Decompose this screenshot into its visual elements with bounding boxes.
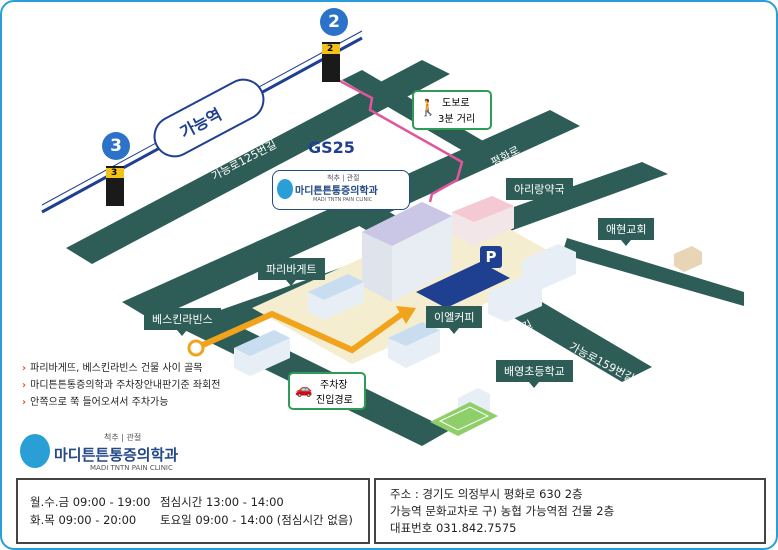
clinic-en: MADI TNTN PAIN CLINIC [90, 464, 173, 472]
clinic-name: 마디튼튼통증의학과 [54, 446, 179, 464]
road-ganeung-125 [66, 60, 450, 264]
walking-person-icon: 🚶 [418, 98, 438, 117]
walk-line2: 3분 거리 [438, 114, 476, 125]
clinic-logo-icon [20, 434, 50, 468]
map-clinic-en: MADI TNTN PAIN CLINIC [313, 197, 373, 203]
pharmacy-building [452, 196, 514, 246]
baskin-building [234, 330, 290, 376]
line2-badge: 2 [320, 8, 348, 36]
exit3-number: 3 [111, 168, 118, 178]
address-line: 주소 : 경기도 의정부시 평화로 630 2층 [390, 487, 583, 501]
map-clinic-sign: 척추 | 관절 마디튼튼통증의학과 MADI TNTN PAIN CLINIC [272, 170, 410, 210]
parking-entrance-line2: 진입경로 [316, 395, 353, 406]
gs25-label: GS25 [308, 138, 355, 157]
directions-list: 파리바게뜨, 베스킨라빈스 건물 사이 골목 마디튼튼통증의학과 주차장안내판기… [22, 360, 220, 411]
map-clinic-category: 척추 | 관절 [327, 174, 360, 182]
location-line: 가능역 문화교차로 구) 농협 가능역점 건물 2층 [390, 504, 615, 518]
route-arrow [396, 306, 416, 324]
parking-entrance-line1: 주차장 [320, 380, 348, 391]
hours-weekday2: 화.목 09:00 - 20:00 [30, 513, 137, 527]
hours-box: 월.수.금 09:00 - 19:00 화.목 09:00 - 20:00 점심… [16, 478, 370, 544]
walk-info-box: 🚶 도보로 3분 거리 [412, 90, 492, 130]
paris-tag: 파리바게트 [258, 258, 325, 286]
church-building [674, 246, 702, 272]
car-icon: 🚗 [295, 382, 313, 398]
exit2-number: 2 [327, 44, 334, 54]
address-box: 주소 : 경기도 의정부시 평화로 630 2층 가능역 문화교차로 구) 농협… [374, 478, 766, 544]
parking-entrance-box: 🚗 주차장 진입경로 [288, 372, 366, 410]
school-tag: 배영초등학교 [496, 360, 573, 388]
paris-building [308, 274, 364, 320]
clinic-logo: 척추 | 관절 마디튼튼통증의학과 MADI TNTN PAIN CLINIC [20, 430, 220, 474]
map-clinic-name: 마디튼튼통증의학과 [295, 186, 378, 197]
road-east [562, 238, 744, 306]
parking-route [194, 310, 404, 354]
coffee-building [388, 322, 440, 368]
map-clinic-logo-icon [277, 179, 293, 199]
school-field [430, 402, 498, 436]
direction-item: 마디튼튼통증의학과 주차장안내판기준 좌회전 [22, 377, 220, 394]
hours-lunch: 점심시간 13:00 - 14:00 [160, 495, 284, 509]
church-tag: 애현교회 [598, 218, 655, 246]
walking-path [337, 78, 464, 203]
parking-lot [416, 262, 510, 308]
station-badge [153, 78, 265, 158]
walk-line1: 도보로 [442, 98, 470, 109]
side-buildings [488, 244, 576, 322]
route-start [187, 339, 205, 357]
parking-sign: P [480, 246, 502, 268]
clinic-category: 척추 | 관절 [104, 433, 142, 442]
baskin-tag: 베스킨라빈스 [144, 308, 221, 336]
line3-badge: 3 [102, 132, 130, 160]
clinic-building [362, 202, 452, 302]
phone-line: 대표번호 031.842.7575 [390, 521, 517, 535]
hours-saturday: 토요일 09:00 - 14:00 (점심시간 없음) [160, 513, 353, 527]
direction-item: 파리바게뜨, 베스킨라빈스 건물 사이 골목 [22, 360, 220, 377]
coffee-tag: 이엘커피 [426, 306, 483, 334]
direction-item: 안쪽으로 쭉 들어오셔서 주차가능 [22, 394, 220, 411]
hours-weekday1: 월.수.금 09:00 - 19:00 [30, 495, 151, 509]
pharmacy-tag: 아리랑약국 [506, 178, 573, 206]
